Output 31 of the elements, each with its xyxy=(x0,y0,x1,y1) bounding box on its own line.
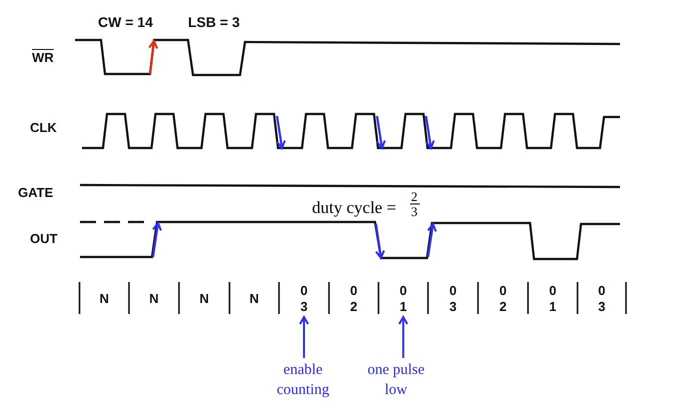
count-value: 0 xyxy=(548,283,558,299)
count-value: 0 xyxy=(498,283,508,299)
fraction-numerator: 2 xyxy=(411,190,418,203)
count-value: N xyxy=(133,283,175,315)
fraction-denominator: 3 xyxy=(411,205,418,218)
count-value: 0 xyxy=(398,283,408,299)
count-value: 1 xyxy=(398,299,408,315)
leader-arrow xyxy=(299,316,309,358)
count-value: 3 xyxy=(299,299,309,315)
count-value: N xyxy=(234,283,275,315)
count-value: 2 xyxy=(349,299,358,315)
signal-name: CLK xyxy=(30,121,57,134)
count-value: 0 xyxy=(299,283,309,299)
count-value: 1 xyxy=(548,299,558,315)
signal-annotation: CW = 14 xyxy=(98,15,153,29)
count-value: 3 xyxy=(448,299,458,315)
count-value: N xyxy=(183,283,226,315)
signal-name: OUT xyxy=(30,232,58,245)
formula-text: duty cycle = xyxy=(312,199,396,216)
signal-name: WR xyxy=(32,51,54,64)
count-value: N xyxy=(84,283,125,315)
signal-name: GATE xyxy=(18,186,54,199)
leader-arrow xyxy=(398,316,408,358)
signal-annotation: LSB = 3 xyxy=(188,15,240,29)
count-value: 0 xyxy=(448,283,458,299)
annotation-text: enable counting xyxy=(265,360,341,400)
count-value: 3 xyxy=(597,299,606,315)
count-value: 0 xyxy=(349,283,358,299)
count-value: 0 xyxy=(597,283,606,299)
annotation-text: one pulse low xyxy=(358,360,434,400)
count-value: 2 xyxy=(498,299,508,315)
